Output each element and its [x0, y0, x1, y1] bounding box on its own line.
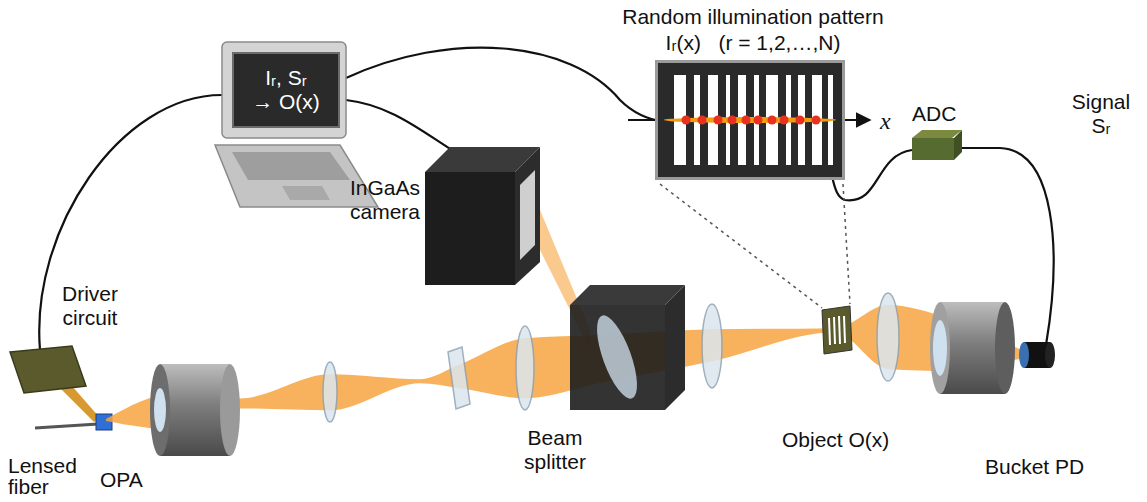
inset-title: Random illumination pattern	[548, 5, 958, 29]
spot	[768, 116, 777, 125]
spot	[728, 116, 737, 125]
objective-lens	[150, 364, 240, 456]
cables	[39, 48, 1053, 350]
screen-text: Iᵣ, Sᵣ → O(x)	[234, 66, 338, 114]
pattern-formula: Iᵣ(x) (r = 1,2,…,N)	[548, 31, 958, 55]
objective-end	[930, 302, 950, 394]
inset-guides	[660, 184, 850, 308]
spot	[698, 116, 707, 125]
opa-chip	[96, 414, 112, 430]
object-slits	[829, 316, 845, 345]
pd-back	[1045, 342, 1055, 368]
objective-body	[160, 364, 230, 456]
object-plate	[822, 306, 852, 354]
cube-front	[570, 305, 665, 410]
object-target	[822, 306, 852, 354]
cylindrical-lens	[448, 347, 470, 409]
lenses	[323, 293, 899, 422]
objective-glass	[154, 388, 166, 432]
laptop-lid	[222, 42, 346, 138]
objective-end	[150, 364, 170, 456]
part-label: Beam splitter	[500, 426, 610, 474]
ingaas-camera	[425, 147, 540, 285]
adc-side	[954, 130, 962, 160]
pattern-bar	[766, 75, 778, 165]
pattern-bar	[812, 75, 822, 165]
illumination-inset: Random illumination patternIᵣ(x) (r = 1,…	[655, 60, 845, 180]
pd-window	[1019, 342, 1029, 368]
camera-side	[515, 147, 540, 285]
lens	[702, 304, 722, 388]
spot	[754, 116, 763, 125]
splitter-surface	[589, 311, 645, 403]
driver-board	[10, 346, 112, 430]
spot	[796, 116, 805, 125]
adc-box	[912, 130, 962, 160]
signal-label: Signal Sᵣ	[1062, 90, 1140, 138]
collecting-objective	[930, 302, 1015, 394]
objective-end	[995, 302, 1015, 394]
part-label: OPA	[100, 468, 143, 492]
spot	[742, 116, 751, 125]
keyboard	[232, 152, 350, 180]
part-label: Bucket PD	[985, 455, 1084, 479]
spot	[714, 116, 723, 125]
driver-circuit-board	[10, 346, 86, 393]
spot	[780, 116, 789, 125]
random-pattern	[658, 63, 842, 177]
lensed-fiber	[35, 424, 98, 428]
objective-end	[220, 364, 240, 456]
cube-side	[665, 285, 685, 410]
flex-cable	[60, 386, 100, 422]
part-label: ADC	[912, 102, 956, 126]
part-label: Object O(x)	[782, 428, 889, 452]
camera-sensor	[520, 170, 535, 260]
lens	[323, 362, 337, 422]
laptop-screen: Iᵣ, Sᵣ → O(x)	[232, 52, 340, 128]
camera-front	[425, 172, 515, 285]
axis-label: x	[880, 109, 891, 133]
part-label: Driver circuit	[45, 282, 135, 330]
cable	[346, 48, 665, 122]
adc-front	[912, 138, 954, 160]
lens	[516, 326, 534, 410]
lens	[877, 293, 899, 381]
cube-top	[570, 285, 685, 305]
cable	[346, 100, 455, 152]
part-label: Lensed fiber	[8, 455, 88, 497]
objective-glass	[933, 320, 947, 376]
spot	[812, 116, 821, 125]
beam-splitter-cube	[570, 285, 685, 410]
part-label: InGaAs camera	[336, 176, 420, 224]
bucket-photodiode	[1019, 342, 1055, 368]
spot	[682, 116, 691, 125]
touchpad	[282, 186, 330, 200]
cable	[39, 95, 222, 350]
adc-top	[912, 130, 962, 138]
